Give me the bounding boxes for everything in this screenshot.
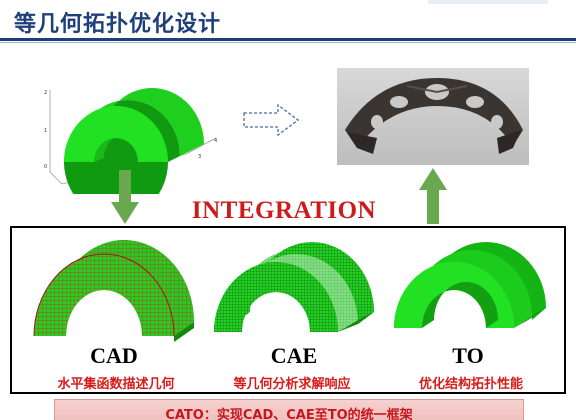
title-decor <box>428 0 548 4</box>
arrow-down-icon <box>111 170 139 224</box>
panel-label-cae: CAE <box>270 343 318 368</box>
to-arch-model <box>394 242 546 328</box>
panel-caption-to: 优化结构拓扑性能 <box>418 377 523 392</box>
tick-label: 3 <box>198 154 201 160</box>
title-underline-thin <box>0 42 576 43</box>
tick-label: 1 <box>44 128 47 134</box>
dashed-arrow-right-icon <box>243 103 300 137</box>
integration-label: INTEGRATION <box>191 197 377 224</box>
green-arch-model <box>64 88 204 194</box>
tick-label: 2 <box>44 90 47 96</box>
panel-label-to: TO <box>452 343 484 368</box>
cato-banner: CATO：实现CAD、CAE至TO的统一框架 <box>54 399 524 420</box>
panel-label-cad: CAD <box>90 343 138 368</box>
design-domain-plot: 2 1 0 0 3 4 2 3 1 0 <box>44 88 217 194</box>
tick-label: 4 <box>214 138 217 144</box>
tick-label: 0 <box>44 164 47 170</box>
cae-arch-model <box>214 242 374 332</box>
panel-caption-cad: 水平集函数描述几何 <box>57 377 175 392</box>
panel-caption-cae: 等几何分析求解响应 <box>233 377 351 392</box>
printed-part-photo <box>337 68 529 165</box>
page-title: 等几何拓扑优化设计 <box>14 12 222 37</box>
cad-arch-model <box>33 240 194 342</box>
arrow-up-icon <box>419 168 447 224</box>
title-underline <box>0 38 576 41</box>
